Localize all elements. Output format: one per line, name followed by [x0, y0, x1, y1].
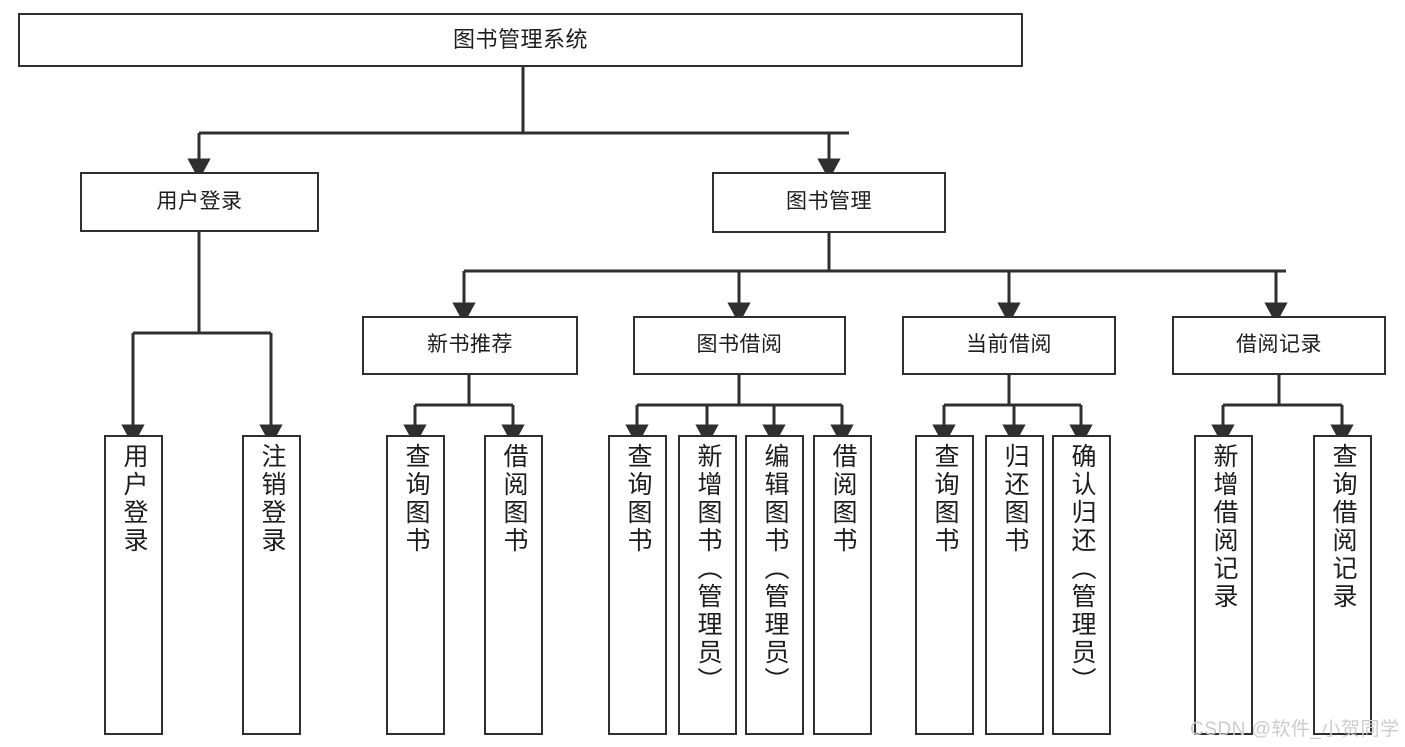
- node-borrow-record[interactable]: 借阅记录: [1172, 316, 1386, 375]
- node-current-borrow[interactable]: 当前借阅: [902, 316, 1116, 375]
- node-user-login[interactable]: 用户登录: [80, 172, 319, 232]
- node-book-management[interactable]: 图书管理: [712, 172, 946, 233]
- node-label: 新增借阅记录: [1210, 443, 1238, 611]
- node-label: 借阅记录: [1236, 333, 1322, 357]
- leaf-query-book-borrow[interactable]: 查询图书: [608, 435, 667, 735]
- leaf-add-book[interactable]: 新增图书（管理员）: [678, 435, 737, 735]
- leaf-query-book-recommend[interactable]: 查询图书: [386, 435, 445, 735]
- node-label: 图书管理系统: [452, 27, 588, 53]
- node-book-borrow[interactable]: 图书借阅: [633, 316, 846, 375]
- node-label: 归还图书: [1001, 443, 1029, 555]
- csdn-watermark: CSDN @软件_小贺同学: [1190, 719, 1400, 740]
- node-root-system[interactable]: 图书管理系统: [18, 13, 1023, 67]
- node-label: 查询借阅记录: [1329, 443, 1357, 611]
- leaf-borrow-book[interactable]: 借阅图书: [813, 435, 872, 735]
- node-label: 借阅图书: [829, 443, 857, 555]
- node-label: 图书借阅: [696, 333, 783, 357]
- leaf-return-book[interactable]: 归还图书: [985, 435, 1044, 735]
- node-label: 注销登录: [258, 443, 286, 555]
- leaf-add-borrow-record[interactable]: 新增借阅记录: [1194, 435, 1253, 735]
- leaf-confirm-return[interactable]: 确认归还（管理员）: [1052, 435, 1111, 735]
- node-label: 确认归还（管理员）: [1068, 443, 1096, 695]
- node-label: 查询图书: [931, 443, 959, 555]
- node-label: 图书管理: [786, 190, 872, 214]
- leaf-user-login[interactable]: 用户登录: [104, 435, 163, 735]
- node-label: 新书推荐: [427, 333, 513, 357]
- node-label: 新增图书（管理员）: [694, 443, 722, 695]
- node-new-book-recommend[interactable]: 新书推荐: [362, 316, 578, 375]
- node-label: 借阅图书: [500, 443, 528, 555]
- leaf-query-book-current[interactable]: 查询图书: [915, 435, 974, 735]
- node-label: 查询图书: [402, 443, 430, 555]
- leaf-query-borrow-record[interactable]: 查询借阅记录: [1313, 435, 1372, 735]
- leaf-edit-book[interactable]: 编辑图书（管理员）: [745, 435, 804, 735]
- node-label: 用户登录: [120, 443, 148, 555]
- node-label: 查询图书: [624, 443, 652, 555]
- node-label: 当前借阅: [966, 333, 1052, 357]
- leaf-user-logout[interactable]: 注销登录: [242, 435, 301, 735]
- node-label: 编辑图书（管理员）: [761, 443, 789, 695]
- node-label: 用户登录: [156, 189, 243, 213]
- leaf-borrow-book-recommend[interactable]: 借阅图书: [484, 435, 543, 735]
